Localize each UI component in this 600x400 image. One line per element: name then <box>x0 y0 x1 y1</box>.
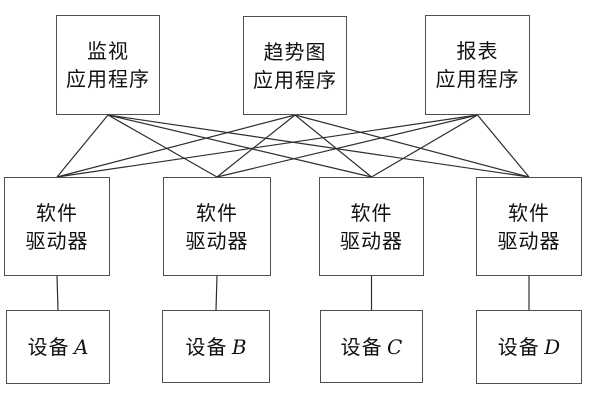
driver-box-2-label-line2: 驱动器 <box>185 228 249 253</box>
driver-box-2-label-line1: 软件 <box>196 200 238 225</box>
app-box-trend-chart-label-line2: 应用程序 <box>253 67 337 92</box>
app-box-monitoring-label-line1: 监视 <box>87 39 129 63</box>
app-box-trend-chart: 趋势图 应用程序 <box>243 16 347 115</box>
edge-line <box>56 275 59 311</box>
edge-line <box>56 114 296 178</box>
edge-line <box>477 114 530 178</box>
edge-line <box>294 114 372 178</box>
edge-line <box>216 114 478 178</box>
device-box-a-prefix: 设备 <box>27 335 70 359</box>
driver-box-3: 软件 驱动器 <box>319 177 424 276</box>
device-box-d-letter: D <box>544 335 561 359</box>
app-box-report: 报表 应用程序 <box>425 15 530 115</box>
device-box-c-letter: C <box>387 334 403 359</box>
app-box-monitoring: 监视 应用程序 <box>56 15 160 115</box>
driver-box-3-label-line2: 驱动器 <box>340 228 403 253</box>
app-box-monitoring-label-line2: 应用程序 <box>66 67 150 91</box>
driver-box-4-label-line1: 软件 <box>508 200 550 225</box>
driver-box-1: 软件 驱动器 <box>4 177 110 276</box>
app-box-report-label-line1: 报表 <box>456 39 499 63</box>
device-box-b-prefix: 设备 <box>185 334 228 359</box>
edge-line <box>56 114 109 178</box>
edge-line <box>56 114 478 178</box>
driver-box-4: 软件 驱动器 <box>476 177 582 276</box>
driver-box-2: 软件 驱动器 <box>163 177 271 276</box>
edge-line <box>107 114 530 178</box>
driver-box-3-label-line1: 软件 <box>350 200 393 225</box>
driver-box-1-label-line1: 软件 <box>36 200 78 225</box>
edge-line <box>216 114 296 178</box>
edge-line <box>107 114 372 178</box>
device-box-d-prefix: 设备 <box>497 335 540 359</box>
device-box-b-letter: B <box>231 334 247 359</box>
edge-line <box>215 275 218 311</box>
device-box-a-letter: A <box>73 335 89 359</box>
driver-box-1-label-line2: 驱动器 <box>25 228 89 253</box>
driver-box-4-label-line2: 驱动器 <box>497 228 561 253</box>
edge-line <box>294 114 530 178</box>
app-box-trend-chart-label-line1: 趋势图 <box>263 39 327 64</box>
device-box-c-prefix: 设备 <box>340 334 383 359</box>
app-box-report-label-line2: 应用程序 <box>435 67 520 91</box>
edge-line <box>107 114 218 178</box>
edge-line <box>371 114 478 178</box>
